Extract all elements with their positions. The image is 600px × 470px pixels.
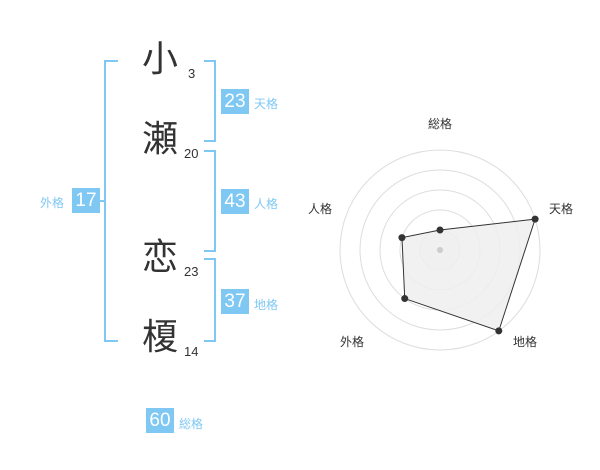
soukaku-value: 60 (146, 408, 174, 433)
tenkaku-label: 天格 (254, 97, 279, 111)
radar-axis-label-3: 外格 (340, 334, 364, 349)
stroke-count-1: 3 (188, 66, 196, 81)
chikaku-value: 37 (221, 289, 249, 314)
radar-polygon (401, 218, 536, 332)
gaikaku-label: 外格 (40, 196, 65, 210)
tenkaku-value: 23 (221, 89, 249, 114)
tenkaku-bracket (204, 60, 216, 142)
radar-point-3 (401, 295, 409, 303)
radar-point-4 (398, 234, 406, 242)
gaikaku-value: 17 (72, 188, 100, 213)
gaikaku-bracket (104, 60, 118, 342)
stroke-count-2: 20 (184, 146, 199, 161)
jinkaku-label: 人格 (254, 197, 279, 211)
radar-axis-label-4: 人格 (308, 201, 332, 216)
gaikaku-bracket-tick (98, 200, 104, 202)
jinkaku-value: 43 (221, 189, 249, 214)
stroke-count-4: 14 (184, 344, 199, 359)
chikaku-label: 地格 (254, 298, 279, 312)
soukaku-label: 総格 (179, 417, 204, 431)
radar-point-0 (436, 226, 444, 234)
radar-center (437, 247, 443, 253)
chikaku-bracket (204, 258, 216, 342)
radar-point-2 (495, 327, 503, 335)
name-char-4: 榎 (142, 317, 179, 358)
name-char-2: 瀬 (142, 119, 179, 160)
radar-axis-label-1: 天格 (549, 201, 573, 216)
radar-axis-label-0: 総格 (428, 116, 452, 131)
radar-point-1 (531, 215, 539, 223)
radar-axis-label-2: 地格 (513, 334, 537, 349)
name-char-3: 恋 (142, 237, 179, 278)
stroke-count-3: 23 (184, 264, 199, 279)
radar-ring (339, 149, 541, 351)
name-char-1: 小 (142, 39, 179, 80)
jinkaku-bracket (204, 150, 216, 252)
